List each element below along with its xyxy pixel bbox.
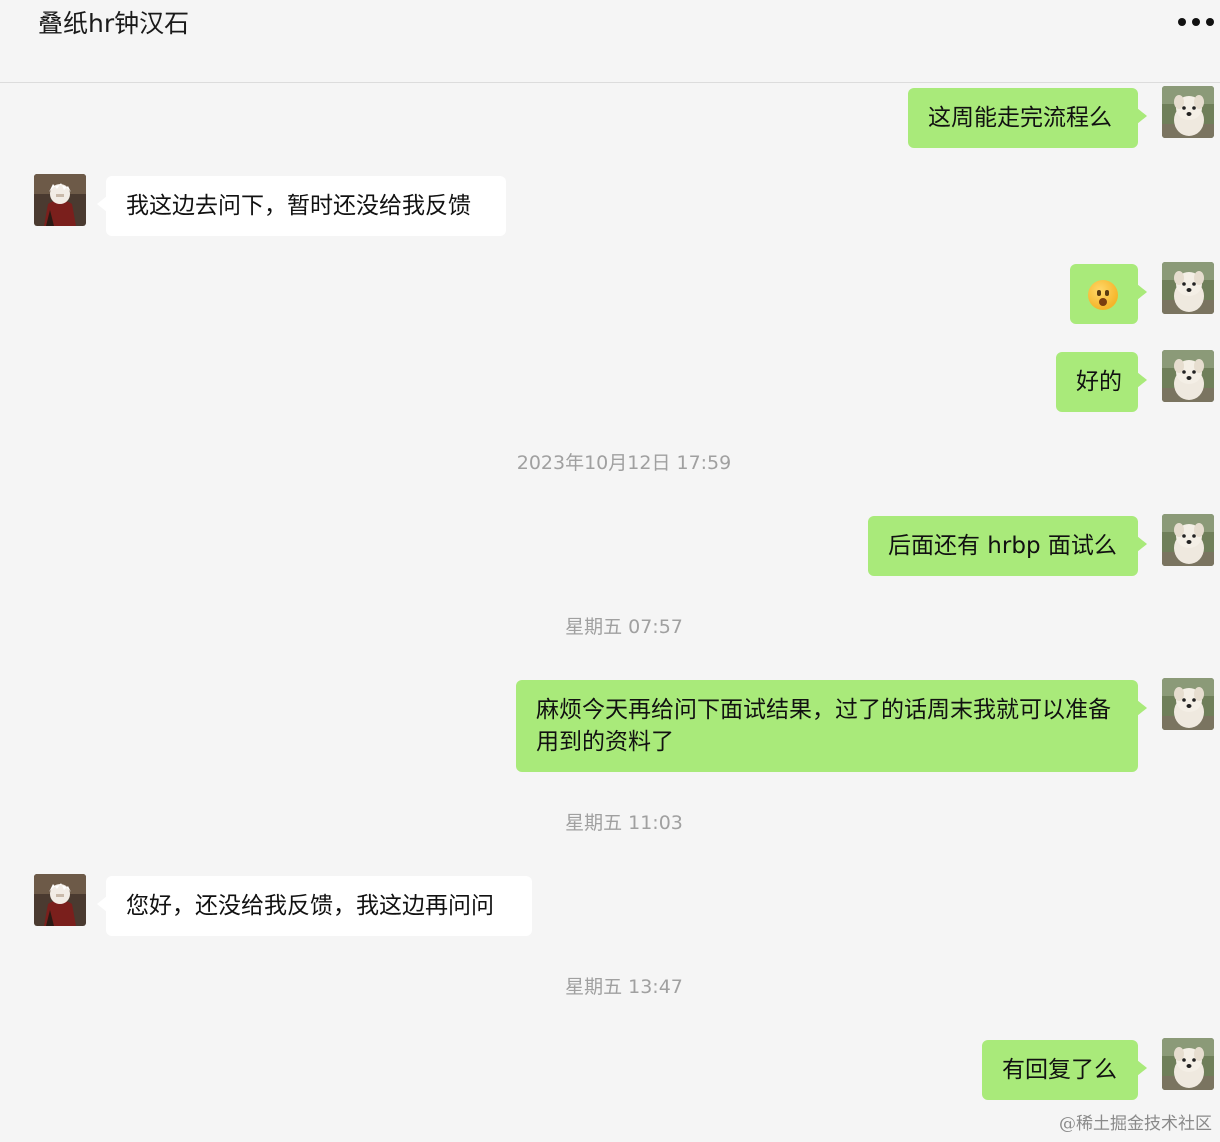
timestamp: 星期五 07:57 bbox=[565, 616, 683, 638]
chat-title: 叠纸hr钟汉石 bbox=[38, 9, 190, 38]
my-avatar[interactable] bbox=[1162, 1038, 1214, 1090]
timestamp: 星期五 13:47 bbox=[565, 976, 683, 998]
timestamp: 星期五 11:03 bbox=[565, 812, 683, 834]
timestamp: 2023年10月12日 17:59 bbox=[516, 452, 732, 474]
my-avatar[interactable] bbox=[1162, 514, 1214, 566]
my-avatar[interactable] bbox=[1162, 678, 1214, 730]
my-avatar[interactable] bbox=[1162, 86, 1214, 138]
chat-header: 叠纸hr钟汉石 bbox=[0, 0, 1220, 83]
more-horizontal-icon[interactable] bbox=[1176, 8, 1216, 36]
incoming-message[interactable]: 您好，还没给我反馈，我这边再问问 bbox=[97, 876, 532, 936]
contact-avatar[interactable] bbox=[34, 174, 86, 226]
outgoing-message-emoji[interactable] bbox=[1070, 264, 1147, 324]
incoming-message[interactable]: 我这边去问下，暂时还没给我反馈 bbox=[97, 176, 506, 236]
outgoing-message[interactable]: 有回复了么 bbox=[982, 1040, 1147, 1100]
outgoing-message[interactable]: 这周能走完流程么 bbox=[908, 88, 1147, 148]
hushed-face-emoji-icon bbox=[1088, 279, 1118, 310]
outgoing-message[interactable]: 后面还有 hrbp 面试么 bbox=[868, 516, 1147, 576]
outgoing-message[interactable]: 麻烦今天再给问下面试结果，过了的话周末我就可以准备用到的资料了 bbox=[516, 680, 1147, 772]
my-avatar[interactable] bbox=[1162, 350, 1214, 402]
watermark: @稀土掘金技术社区 bbox=[1059, 1114, 1212, 1134]
outgoing-message[interactable]: 好的 bbox=[1056, 352, 1147, 412]
contact-avatar[interactable] bbox=[34, 874, 86, 926]
my-avatar[interactable] bbox=[1162, 262, 1214, 314]
